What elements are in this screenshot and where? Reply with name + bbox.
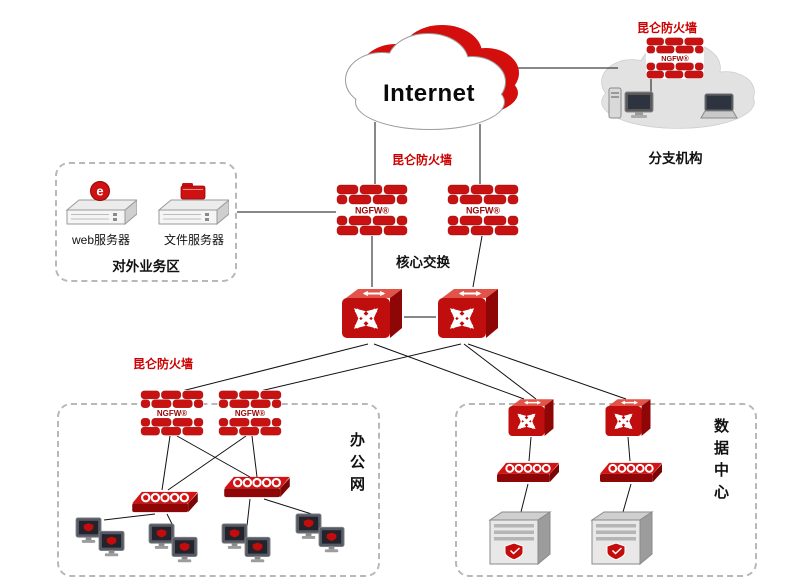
dc-server-1[interactable] [486, 510, 554, 566]
office-switch-2[interactable] [224, 473, 290, 500]
office-firewall-label: 昆仑防火墙 [133, 357, 194, 371]
office-pc-group-1[interactable] [74, 516, 128, 562]
file-server-label: 文件服务器 [163, 233, 224, 247]
internet-label: Internet [382, 80, 475, 107]
dc-access-switch-1[interactable] [497, 459, 559, 485]
dc-access-switch-2[interactable] [600, 459, 662, 485]
dc-switch-1[interactable] [507, 397, 555, 439]
core-switch-2[interactable] [436, 285, 500, 343]
perimeter-firewall-label: 昆仑防火墙 [392, 153, 453, 167]
folder-icon [180, 183, 206, 200]
branch-firewall-device[interactable] [646, 37, 704, 79]
branch-firewall-label: 昆仑防火墙 [637, 21, 698, 35]
dmz-zone-box [55, 162, 237, 282]
dmz-zone-label: 对外业务区 [112, 259, 180, 274]
office-firewall-1[interactable] [140, 390, 204, 436]
core-switch-label: 核心交换 [396, 255, 450, 270]
office-zone-label: 办公网 [348, 432, 365, 498]
web-server-label: web服务器 [71, 233, 130, 247]
office-pc-group-3[interactable] [220, 522, 274, 568]
web-server-badge-letter: e [96, 184, 103, 199]
office-switch-1[interactable] [132, 488, 198, 515]
connection-lines [103, 67, 652, 527]
branch-office-label: 分支机构 [648, 151, 703, 166]
office-pc-group-2[interactable] [147, 522, 201, 568]
perimeter-firewall-2[interactable] [447, 184, 519, 236]
datacenter-zone-box [455, 403, 757, 577]
branch-laptop[interactable] [697, 92, 741, 122]
dc-switch-2[interactable] [604, 397, 652, 439]
office-pc-group-4[interactable] [294, 512, 348, 558]
file-server-device[interactable] [156, 180, 230, 228]
web-server-badge-icon [90, 181, 110, 201]
core-switch-1[interactable] [340, 285, 404, 343]
dc-server-2[interactable] [588, 510, 656, 566]
web-server-device[interactable]: e [64, 180, 138, 228]
branch-desktop-pc[interactable] [607, 84, 657, 126]
office-firewall-2[interactable] [218, 390, 282, 436]
internet-cloud [345, 25, 519, 130]
datacenter-zone-label: 数据中心 [712, 418, 729, 506]
perimeter-firewall-1[interactable] [336, 184, 408, 236]
